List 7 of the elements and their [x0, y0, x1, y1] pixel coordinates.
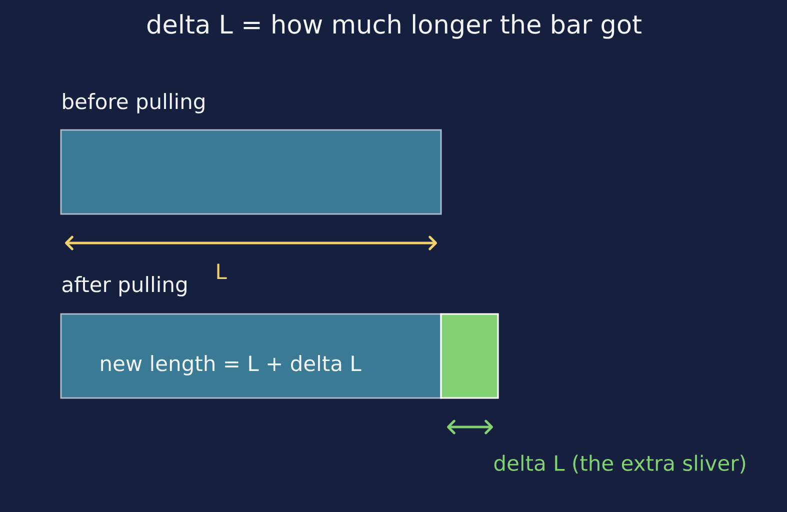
bar-heading: before pulling [63, 93, 204, 114]
bar-heading: after pulling [62, 276, 186, 296]
title: delta L = how much longer the bar got [147, 14, 642, 39]
dimension-label: L [217, 264, 227, 279]
extension-sliver [440, 313, 499, 399]
dimension-label: delta L (the extra sliver) [494, 454, 746, 474]
bar: new length = L + delta L [60, 313, 442, 399]
